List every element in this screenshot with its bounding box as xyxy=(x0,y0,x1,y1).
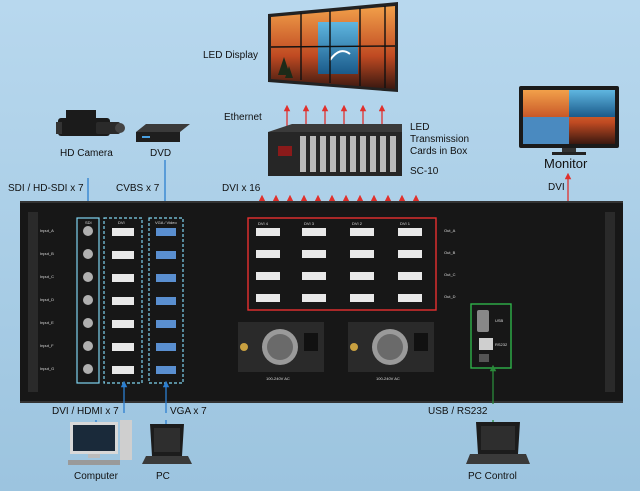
computer-label: Computer xyxy=(74,471,118,482)
pc-label: PC xyxy=(156,471,170,482)
psu-label-left: 100-240V AC xyxy=(266,376,290,381)
sc10-box-icon xyxy=(268,124,402,176)
power-supply-left xyxy=(238,322,324,372)
input-connectors xyxy=(83,226,176,374)
led-cards-label-2: Transmission xyxy=(410,134,470,145)
output-row-label: Out_C xyxy=(444,272,456,277)
sdi-input-group xyxy=(76,217,100,384)
input-row-label: Input_C xyxy=(40,274,55,279)
pc-laptop-icon xyxy=(142,424,192,464)
vga-label: VGA x 7 xyxy=(170,406,207,417)
led-display-label: LED Display xyxy=(203,50,259,61)
control-ports xyxy=(477,310,493,362)
led-cards-label-1: LED xyxy=(410,122,430,133)
output-connectors xyxy=(256,228,422,302)
input-row-label: Input_B xyxy=(40,251,54,256)
pc-control-label: PC Control xyxy=(468,471,517,482)
sdi-tag: SDI xyxy=(85,220,92,225)
input-row-label: Input_F xyxy=(40,343,54,348)
monitor-label: Monitor xyxy=(544,156,588,171)
vga-tag: VGA / Video xyxy=(155,220,177,225)
dvi-output-label: DVI 4 xyxy=(258,221,269,226)
sc10-label: SC-10 xyxy=(410,166,439,177)
output-row-label: Out_A xyxy=(444,228,456,233)
monitor-icon xyxy=(519,86,619,155)
power-supply-right xyxy=(348,322,434,372)
output-row-label: Out_D xyxy=(444,294,456,299)
dvi-hdmi-label: DVI / HDMI x 7 xyxy=(52,406,119,417)
computer-icon xyxy=(68,420,132,465)
usb-rs232-label: USB / RS232 xyxy=(428,406,488,417)
psu-label-right: 100-240V AC xyxy=(376,376,400,381)
dvi-output-group xyxy=(247,217,437,311)
ethernet-label: Ethernet xyxy=(224,112,262,123)
dvi-x16-label: DVI x 16 xyxy=(222,183,261,194)
input-row-label: Input_D xyxy=(40,297,55,302)
input-row-label: Input_E xyxy=(40,320,54,325)
led-cards-label-3: Cards in Box xyxy=(410,146,468,157)
dvd-player-icon xyxy=(136,124,190,142)
hd-camera-icon xyxy=(56,110,125,136)
usb-port-label: USB xyxy=(495,318,504,323)
dvi-output-label: DVI 1 xyxy=(400,221,411,226)
led-display-inset-image xyxy=(318,22,358,74)
ethernet-arrows xyxy=(283,104,386,126)
cvbs-input-label: CVBS x 7 xyxy=(116,183,160,194)
input-row-label: Input_G xyxy=(40,366,55,371)
dvi-tag: DVI xyxy=(118,220,125,225)
output-row-label: Out_B xyxy=(444,250,456,255)
pc-control-laptop-icon xyxy=(466,422,530,464)
rs232-port-label: RS232 xyxy=(495,342,508,347)
input-row-label: Input_A xyxy=(40,228,54,233)
sdi-input-label: SDI / HD-SDI x 7 xyxy=(8,183,84,194)
dvi-output-label: DVI 3 xyxy=(304,221,315,226)
dvd-label: DVD xyxy=(150,148,172,159)
hd-camera-label: HD Camera xyxy=(60,148,113,159)
led-display-wall xyxy=(268,2,398,92)
dvi-output-label: DVI 2 xyxy=(352,221,363,226)
dvi-out-label: DVI xyxy=(548,182,565,193)
